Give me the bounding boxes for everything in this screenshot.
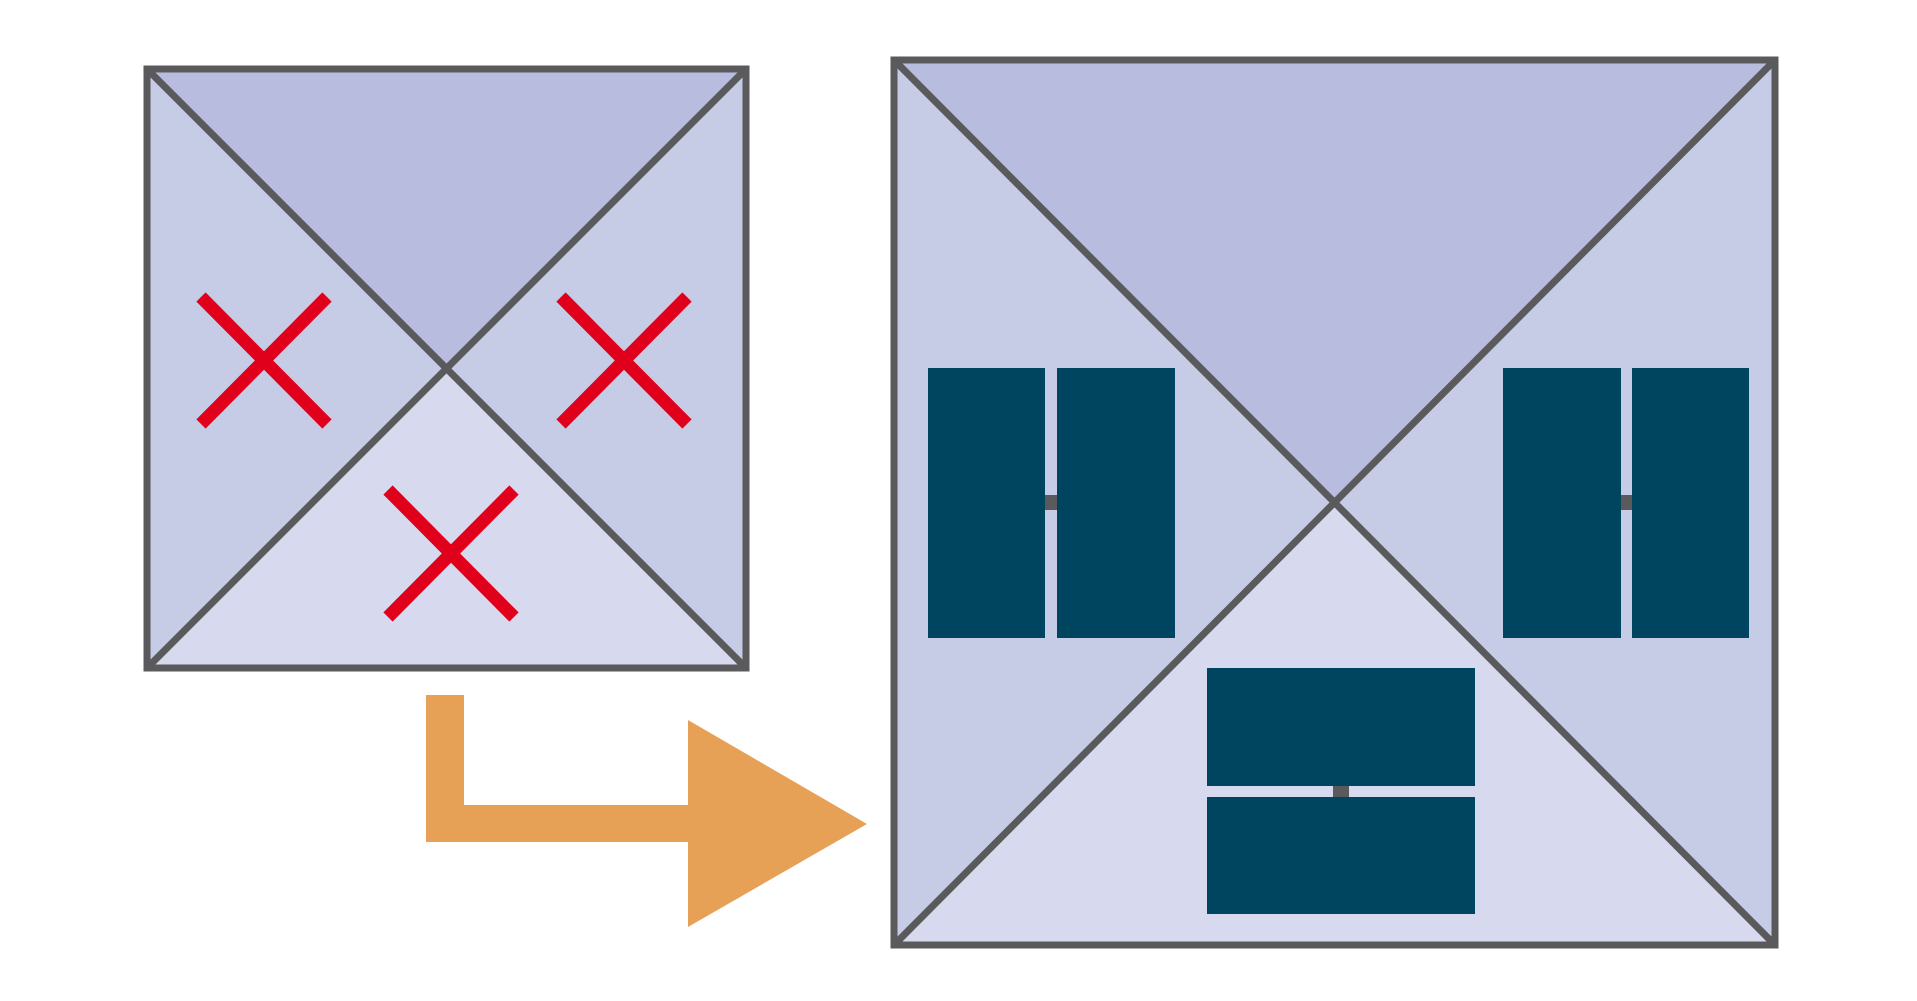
cross-icon [556, 292, 692, 429]
block [1057, 368, 1175, 638]
connector [1044, 495, 1060, 510]
before-left-triangle [147, 69, 446, 668]
block [1207, 668, 1475, 786]
block [1207, 797, 1475, 914]
after-top-triangle [894, 60, 1775, 500]
before-diagonal-b [144, 66, 749, 671]
block-pair-right [1503, 368, 1749, 638]
before-right-triangle [446, 69, 746, 668]
before-bottom-triangle [147, 368, 746, 668]
block [928, 368, 1045, 638]
before-top-triangle [147, 69, 746, 368]
bent-arrow-icon [426, 695, 867, 927]
after-panel [890, 56, 1779, 949]
before-panel [143, 65, 750, 672]
connector [1333, 784, 1349, 799]
block-pair-bottom [1207, 668, 1475, 914]
cross-icon [383, 485, 519, 622]
block-pair-left [928, 368, 1175, 638]
after-diagonal-b [891, 57, 1778, 948]
cross-icon [196, 292, 332, 429]
after-square-border [890, 56, 1779, 949]
block [1632, 368, 1749, 638]
block [1503, 368, 1621, 638]
before-square-border [143, 65, 750, 672]
